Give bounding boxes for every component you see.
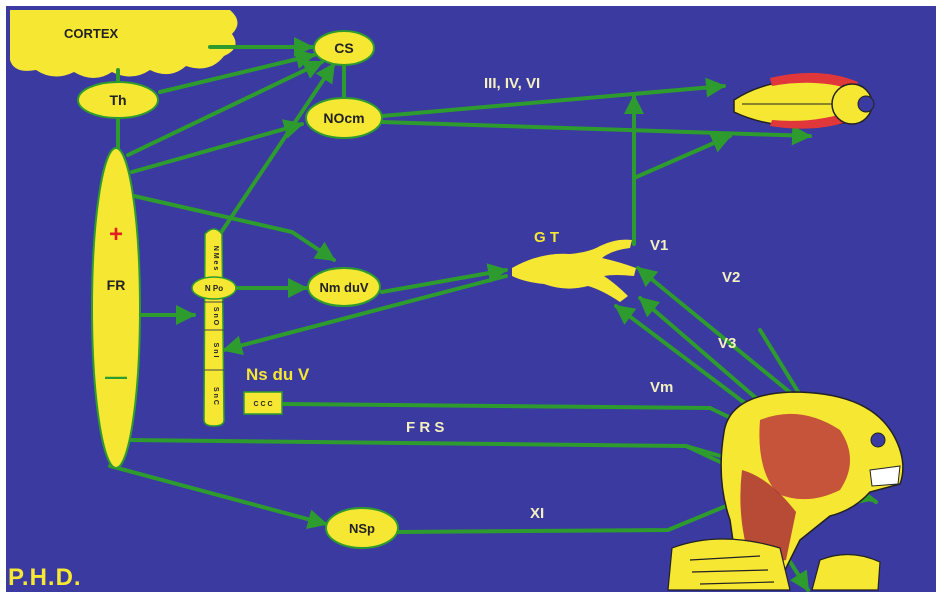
arrow-nmduv-gt [380,263,508,294]
arrow-column-cs [214,62,336,242]
label-v3: V3 [718,335,736,352]
arrow-fr-nsp [108,464,328,529]
nmduv-label: Nm duV [319,280,368,295]
column-top-label: N M e s [212,246,219,271]
arrow-fr-cs [126,60,324,157]
cortex-label: CORTEX [64,26,119,41]
fr-plus-sign: + [109,221,123,248]
ccc-label: C C C [253,401,272,408]
gt-label: G T [534,229,559,246]
label-oculomotor: III, IV, VI [484,75,540,92]
eye-illustration [733,72,875,129]
node-ccc-box [243,391,283,415]
column-s3-label: S n C [212,387,219,405]
skull-muscle-illustration [667,391,904,591]
label-xi: XI [530,505,544,522]
node-nocm [305,97,383,139]
trigeminal-ganglion-shape [512,239,636,302]
node-npo [191,276,237,300]
node-nmduv [307,267,381,307]
arrow-fr-nocm [130,119,304,174]
nocm-label: NOcm [323,110,364,126]
phd-watermark: P.H.D. [8,564,82,591]
arrow-gt-column [222,274,508,356]
arrow-th-cs [158,49,316,94]
nsp-label: NSp [349,521,375,536]
cs-label: CS [334,40,353,56]
arrow-nocm-eye-upper [380,77,726,118]
arrow-nsduv-face [280,402,712,410]
fr-label: FR [107,277,126,293]
label-ns-du-v: Ns du V [246,365,310,384]
th-label: Th [109,92,126,108]
arrow-nocm-eye-lower [380,120,812,146]
column-s2-label: S n I [212,343,219,358]
node-nsp [325,507,399,549]
fr-minus-sign: — [105,364,127,389]
column-s1-label: S n O [212,307,219,326]
label-v1: V1 [650,237,668,254]
cortex-cloud-shape [10,10,238,78]
node-th [77,81,159,119]
label-v2: V2 [722,269,740,286]
node-cs [313,30,375,66]
npo-label: N Po [205,284,223,293]
node-fr [91,147,141,469]
label-frs: F R S [406,419,444,436]
arrow-fr-nmduv [132,194,336,262]
label-vm: Vm [650,379,673,396]
